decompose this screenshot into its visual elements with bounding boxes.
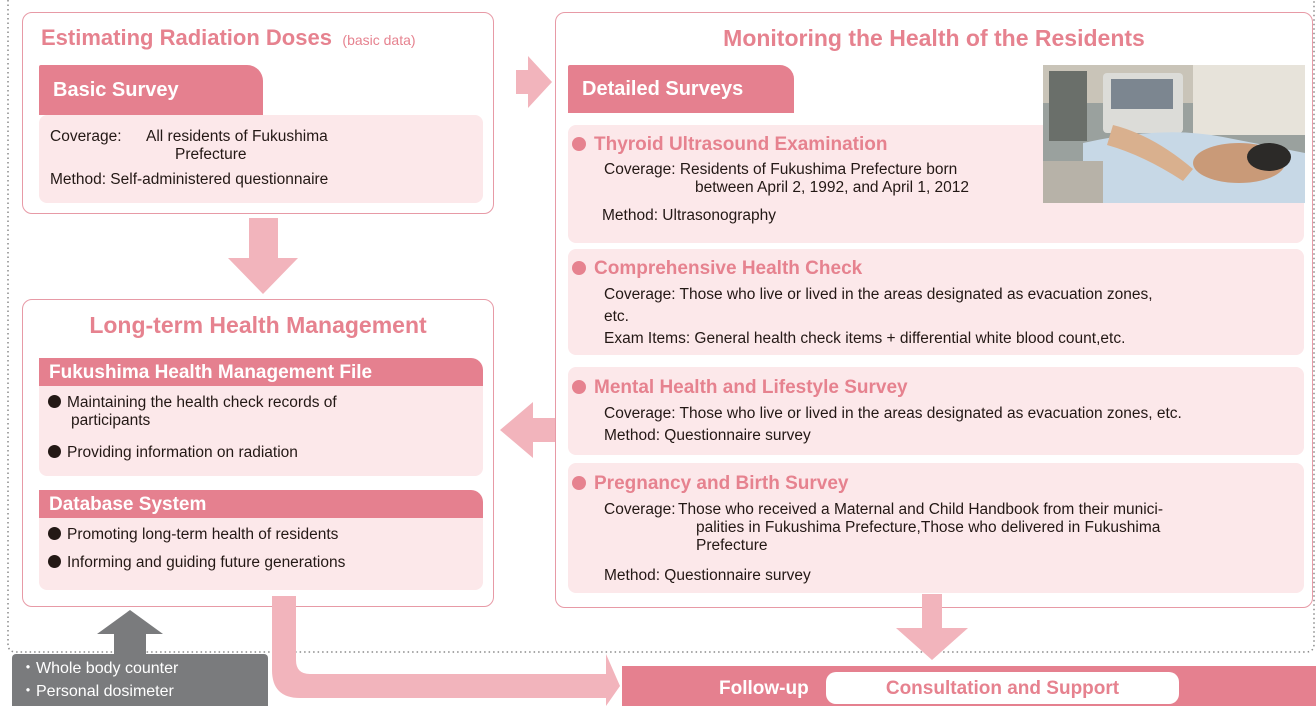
pregnancy-method: Method: Questionnaire survey	[604, 567, 811, 584]
pregnancy-head: Pregnancy and Birth Survey	[572, 473, 848, 495]
ultrasound-exam-photo-icon	[1043, 65, 1305, 203]
bullet-icon	[48, 555, 61, 568]
consultation-support-label: Consultation and Support	[885, 678, 1120, 699]
mgmt-file-item1: Maintaining the health check records of	[48, 393, 337, 412]
device-item2: ・Personal dosimeter	[20, 683, 174, 700]
pregnancy-box	[568, 463, 1304, 593]
monitor-title: Monitoring the Health of the Residents	[723, 25, 1145, 51]
health-check-coverage-line2: etc.	[604, 308, 629, 325]
thyroid-coverage-line2: between April 2, 1992, and April 1, 2012	[695, 179, 970, 196]
bullet-icon	[48, 527, 61, 540]
devices-box	[12, 654, 268, 706]
health-check-coverage-line1: Coverage: Those who live or lived in the…	[604, 286, 1153, 303]
pregnancy-head-text: Pregnancy and Birth Survey	[594, 473, 849, 494]
pregnancy-coverage-label: Coverage:	[604, 501, 676, 518]
thyroid-head: Thyroid Ultrasound Examination	[572, 134, 887, 156]
database-item1-text: Promoting long-term health of residents	[67, 526, 339, 543]
basic-method: Method: Self-administered questionnaire	[50, 171, 329, 188]
bullet-icon	[48, 395, 61, 408]
pregnancy-coverage-line3: Prefecture	[696, 537, 768, 554]
basic-survey-tab: Basic Survey	[39, 65, 263, 115]
thyroid-head-text: Thyroid Ultrasound Examination	[594, 134, 888, 155]
bullet-icon	[48, 445, 61, 458]
database-item2: Informing and guiding future generations	[48, 553, 345, 572]
longterm-panel: Long-term Health Management Fukushima He…	[22, 299, 494, 607]
bullet-icon	[572, 380, 586, 394]
database-item1: Promoting long-term health of residents	[48, 525, 338, 544]
mental-box	[568, 367, 1304, 455]
health-check-head: Comprehensive Health Check	[572, 258, 862, 280]
mental-head: Mental Health and Lifestyle Survey	[572, 377, 908, 399]
thyroid-method: Method: Ultrasonography	[602, 207, 777, 224]
mental-method: Method: Questionnaire survey	[604, 427, 811, 444]
health-check-box	[568, 249, 1304, 355]
bullet-icon	[572, 476, 586, 490]
basic-coverage-line2: Prefecture	[175, 146, 247, 163]
database-box	[39, 516, 483, 590]
dose-title: Estimating Radiation Doses	[41, 25, 332, 50]
basic-coverage-line1: All residents of Fukushima	[146, 128, 328, 145]
pregnancy-coverage-line1: Those who received a Maternal and Child …	[678, 501, 1164, 518]
mgmt-file-item2: Providing information on radiation	[48, 443, 298, 462]
pregnancy-coverage-line2: palities in Fukushima Prefecture,Those w…	[696, 519, 1161, 536]
mental-coverage: Coverage: Those who live or lived in the…	[604, 405, 1182, 422]
dose-panel: Estimating Radiation Doses (basic data) …	[22, 12, 494, 214]
health-check-exam: Exam Items: General health check items +…	[604, 330, 1126, 347]
mgmt-file-item1-line2: participants	[71, 412, 151, 429]
consultation-support-box	[826, 672, 1179, 704]
bullet-icon	[572, 137, 586, 151]
mental-head-text: Mental Health and Lifestyle Survey	[594, 377, 908, 398]
detailed-surveys-tab: Detailed Surveys	[568, 65, 794, 113]
mgmt-file-item2-text: Providing information on radiation	[67, 444, 298, 461]
thyroid-coverage-line1: Coverage: Residents of Fukushima Prefect…	[604, 161, 958, 178]
longterm-title: Long-term Health Management	[89, 312, 427, 338]
device-item1: ・Whole body counter	[20, 660, 179, 677]
basic-survey-box	[39, 115, 483, 203]
mgmt-file-item1-line1: Maintaining the health check records of	[67, 394, 337, 411]
bullet-icon	[572, 261, 586, 275]
monitor-panel: Monitoring the Health of the Residents D…	[555, 12, 1313, 608]
mgmt-file-tab: Fukushima Health Management File	[39, 358, 483, 386]
basic-coverage-label: Coverage:	[50, 128, 122, 145]
database-item2-text: Informing and guiding future generations	[67, 554, 346, 571]
mgmt-file-box	[39, 384, 483, 476]
dose-panel-title: Estimating Radiation Doses (basic data)	[41, 25, 416, 51]
health-check-head-text: Comprehensive Health Check	[594, 258, 863, 279]
dose-title-note: (basic data)	[342, 32, 416, 48]
database-tab: Database System	[39, 490, 483, 518]
followup-label: Follow-up	[719, 678, 809, 699]
